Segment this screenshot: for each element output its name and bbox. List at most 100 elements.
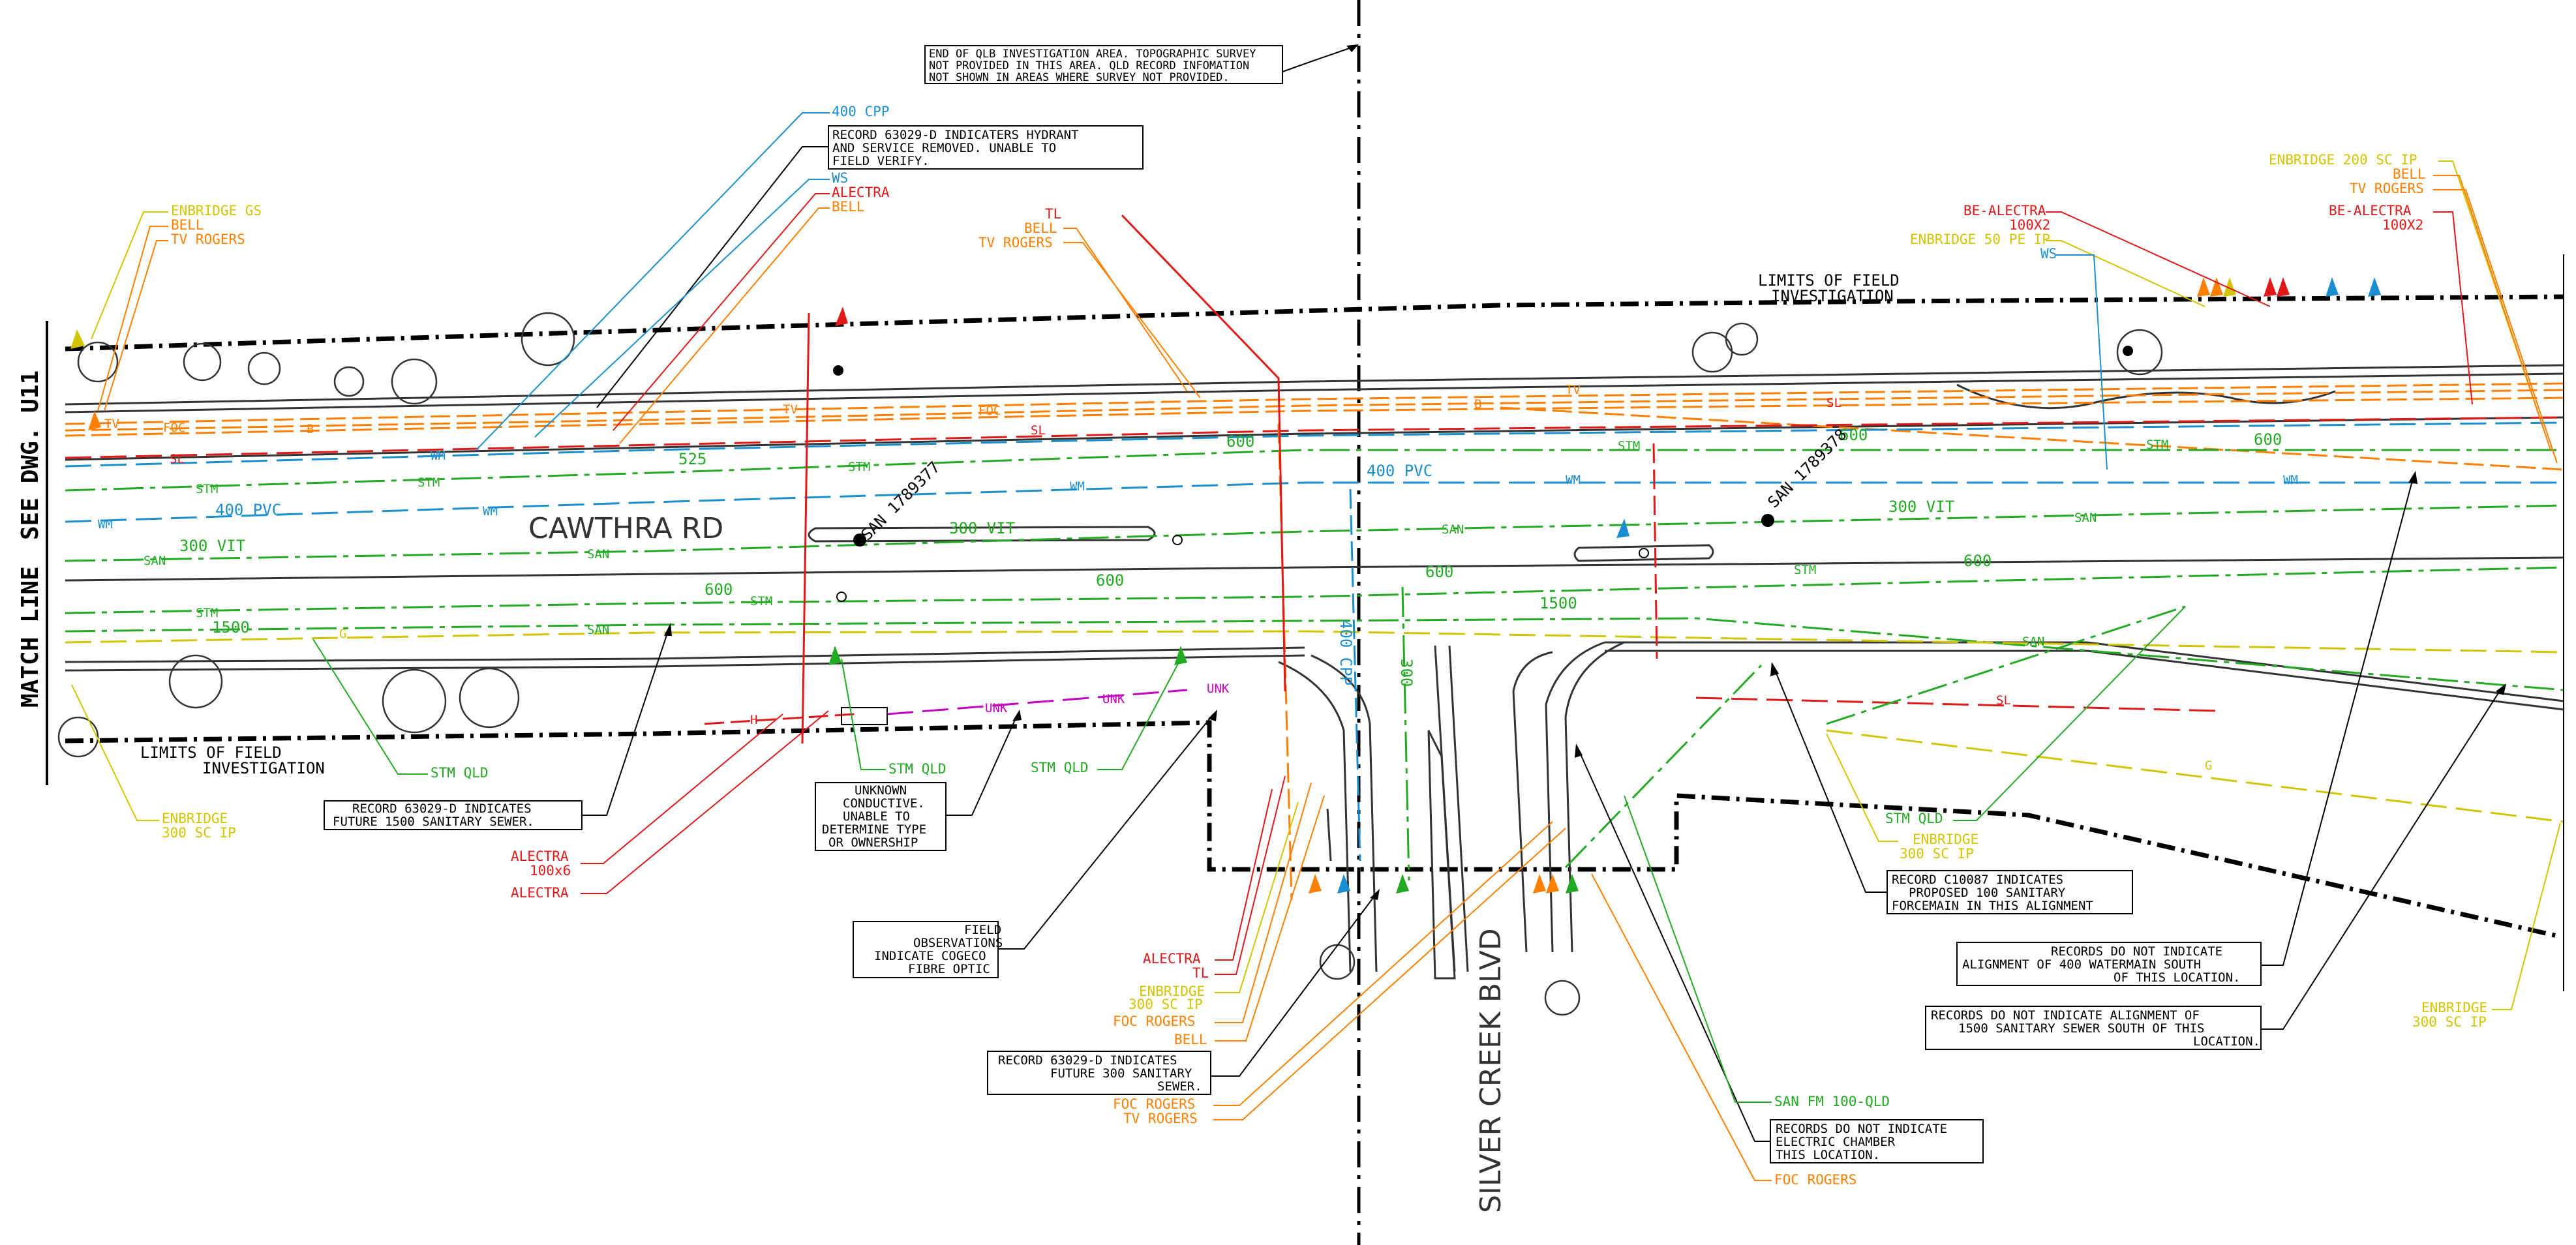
- svg-text:TV ROGERS: TV ROGERS: [978, 235, 1053, 250]
- tree-icon: [57, 716, 99, 758]
- tree-icon: [459, 667, 520, 728]
- svg-text:FOC ROGERS: FOC ROGERS: [1113, 1013, 1195, 1029]
- flag-water-icon: [2326, 277, 2339, 297]
- svg-text:ENBRIDGE: ENBRIDGE: [1139, 983, 1205, 999]
- svg-text:RECORDS DO NOT INDICATE: RECORDS DO NOT INDICATE: [1776, 1122, 1947, 1136]
- code-wm-6: WM: [431, 449, 446, 463]
- svg-text:300 SC IP: 300 SC IP: [1129, 997, 1203, 1012]
- pipe-300-vit-c: 300 VIT: [1888, 498, 1954, 516]
- svg-text:SAN FM 100-QLD: SAN FM 100-QLD: [1774, 1094, 1890, 1109]
- code-tv-2: TV: [783, 402, 798, 417]
- callout-top-right-be: BE-ALECTRA 100X2 ENBRIDGE 50 PE IP WS: [1910, 203, 2271, 470]
- flag-storm-icon: [828, 646, 841, 665]
- flag-telecom-icon: [1533, 874, 1546, 893]
- svg-text:RECORD 63029-D INDICATES: RECORD 63029-D INDICATES: [352, 802, 532, 816]
- svg-text:BELL: BELL: [1174, 1032, 1207, 1047]
- manhole-icon: [833, 365, 843, 376]
- code-san-1: SAN: [144, 554, 166, 568]
- san-line-top: [65, 504, 2564, 562]
- callout-top-mid2: TL BELL TV ROGERS: [978, 206, 1201, 398]
- svg-text:LOCATION.: LOCATION.: [2193, 1034, 2260, 1049]
- callout-bottom-right-foc: FOC ROGERS: [1591, 873, 1856, 1188]
- svg-text:CONDUCTIVE.: CONDUCTIVE.: [843, 796, 925, 811]
- code-wm-4: WM: [1566, 473, 1581, 487]
- svg-text:FIBRE OPTIC: FIBRE OPTIC: [908, 962, 990, 976]
- gas-line-top: [65, 630, 2564, 653]
- code-san-5: SAN: [587, 623, 609, 637]
- svg-text:UNABLE TO: UNABLE TO: [843, 809, 910, 824]
- manhole-icon: [2123, 346, 2133, 356]
- note-cogeco: FIELD OBSERVATIONS INDICATE COGECO FIBRE…: [853, 710, 1217, 978]
- svg-text:STM QLD: STM QLD: [1885, 811, 1943, 826]
- svg-text:400 CPP: 400 CPP: [832, 104, 890, 119]
- pipe-300-vit-a: 300 VIT: [179, 537, 245, 555]
- tv-line: [65, 382, 2564, 425]
- svg-text:FOC ROGERS: FOC ROGERS: [1774, 1172, 1856, 1188]
- svg-text:ALECTRA: ALECTRA: [511, 885, 569, 901]
- see-dwg-label: SEE DWG. U11: [17, 370, 44, 540]
- svg-text:NOT SHOWN IN AREAS WHERE SURVE: NOT SHOWN IN AREAS WHERE SURVEY NOT PROV…: [929, 71, 1230, 84]
- flag-electric-icon: [2277, 277, 2290, 297]
- tree-icon: [1725, 322, 1759, 356]
- cawthra-road-edges: [65, 364, 2564, 711]
- svg-text:FORCEMAIN IN THIS ALIGNMENT: FORCEMAIN IN THIS ALIGNMENT: [1892, 899, 2093, 913]
- wm-vertical: [1349, 488, 1361, 862]
- code-san-3: SAN: [1442, 522, 1464, 537]
- tree-icon: [521, 312, 575, 367]
- alectra-red-a: [801, 312, 810, 744]
- svg-text:UNKNOWN: UNKNOWN: [855, 783, 907, 798]
- svg-text:ENBRIDGE: ENBRIDGE: [2421, 1000, 2487, 1015]
- code-g-1: G: [339, 627, 346, 641]
- svg-text:ALIGNMENT OF 400 WATERMAIN SOU: ALIGNMENT OF 400 WATERMAIN SOUTH: [1962, 957, 2201, 972]
- svg-text:300 SC IP: 300 SC IP: [162, 825, 236, 841]
- svg-text:INDICATE COGECO: INDICATE COGECO: [874, 949, 986, 963]
- stm-qld-right: [1826, 605, 2186, 725]
- svg-text:RECORDS DO NOT INDICATE: RECORDS DO NOT INDICATE: [2051, 944, 2222, 959]
- note-sanitary-1500: RECORDS DO NOT INDICATE ALIGNMENT OF 150…: [1925, 683, 2506, 1050]
- code-stm-2: STM: [417, 475, 440, 490]
- gas-line-bottom: [1826, 729, 2564, 823]
- flag-telecom-icon: [2210, 277, 2223, 297]
- callout-bottom-mid-stack: ALECTRA TL ENBRIDGE 300 SC IP FOC ROGERS…: [1113, 775, 1325, 1047]
- flag-electric-icon: [835, 307, 848, 326]
- flag-gas-icon: [2223, 277, 2236, 297]
- tree-icon: [333, 366, 365, 397]
- note-hydrant: RECORD 63029-D INDICATERS HYDRANT AND SE…: [596, 125, 1144, 408]
- svg-text:NOT PROVIDED IN THIS AREA. QLD: NOT PROVIDED IN THIS AREA. QLD RECORD IN…: [929, 59, 1249, 72]
- callout-bottom-mid-stack2: FOC ROGERS TV ROGERS: [1113, 821, 1566, 1126]
- svg-text:ALECTRA: ALECTRA: [1143, 951, 1201, 967]
- code-san-2: SAN: [587, 547, 609, 562]
- svg-text:STM QLD: STM QLD: [431, 765, 489, 781]
- code-b-1: B: [307, 422, 314, 436]
- code-stm-8: STM: [1794, 563, 1816, 577]
- match-line-block: MATCH LINE SEE DWG. U11: [17, 321, 48, 785]
- svg-text:STM QLD: STM QLD: [1031, 760, 1089, 775]
- svg-text:INVESTIGATION: INVESTIGATION: [1771, 287, 1894, 305]
- svg-text:AND SERVICE REMOVED. UNABLE TO: AND SERVICE REMOVED. UNABLE TO: [832, 141, 1056, 155]
- code-b-2: B: [1474, 397, 1481, 412]
- svg-text:100X2: 100X2: [2382, 217, 2423, 233]
- svg-text:BELL: BELL: [1024, 220, 1057, 236]
- svg-text:TV ROGERS: TV ROGERS: [1123, 1111, 1198, 1126]
- flag-water-icon: [1337, 874, 1350, 893]
- svg-text:FUTURE 1500 SANITARY SEWER.: FUTURE 1500 SANITARY SEWER.: [333, 815, 534, 829]
- flag-gas-icon: [70, 329, 85, 349]
- svg-text:PROPOSED 100 SANITARY: PROPOSED 100 SANITARY: [1909, 886, 2066, 900]
- svg-text:LIMITS OF FIELD: LIMITS OF FIELD: [1758, 271, 1900, 290]
- svg-text:ENBRIDGE 200 SC IP: ENBRIDGE 200 SC IP: [2269, 152, 2417, 168]
- callout-bottom-stm2: STM QLD: [841, 658, 947, 777]
- svg-text:END OF QLB INVESTIGATION AREA.: END OF QLB INVESTIGATION AREA. TOPOGRAPH…: [929, 48, 1256, 61]
- code-stm-1: STM: [196, 482, 218, 496]
- pipe-400-pvc-b: 400 PVC: [1367, 462, 1432, 480]
- tree-icon: [1544, 980, 1581, 1016]
- code-h-1: H: [750, 713, 757, 727]
- pipe-600-e: 600: [1096, 571, 1124, 590]
- limit-top-line: [65, 294, 2564, 352]
- svg-text:ENBRIDGE 50 PE IP: ENBRIDGE 50 PE IP: [1910, 232, 2050, 247]
- code-g-2: G: [2205, 758, 2212, 773]
- utility-flags: [70, 277, 2381, 893]
- callout-bottom-stm3: STM QLD: [1031, 658, 1181, 775]
- code-san-6: SAN: [2022, 635, 2044, 649]
- foc-line: [65, 389, 2564, 432]
